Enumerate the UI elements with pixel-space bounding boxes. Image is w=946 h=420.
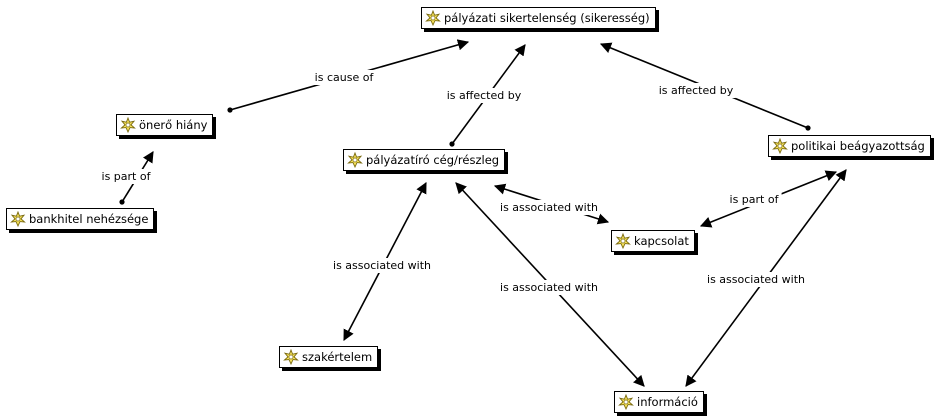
- relation-label: is associated with: [333, 259, 431, 272]
- relation-edge[interactable]: is affected by: [599, 42, 811, 131]
- node-label: politikai beágyazottság: [791, 139, 925, 153]
- node-kapcsolat[interactable]: kapcsolat: [611, 230, 695, 252]
- code-icon: [772, 138, 788, 154]
- relation-label: is associated with: [500, 281, 598, 294]
- relation-label-background: [656, 83, 736, 98]
- relation-edge[interactable]: is associated with: [331, 182, 434, 341]
- relation-label: is cause of: [315, 71, 375, 84]
- code-icon: [10, 211, 26, 227]
- node-bankhitel[interactable]: bankhitel nehézsége: [6, 208, 155, 230]
- relation-label: is part of: [102, 170, 152, 183]
- node-label: önerő hiány: [139, 118, 208, 132]
- relation-endpoint-dot: [119, 199, 125, 205]
- relation-label-background: [99, 169, 154, 184]
- relation-label-background: [498, 280, 601, 295]
- relation-edge[interactable]: is cause of: [227, 39, 470, 113]
- relation-label: is part of: [730, 193, 780, 206]
- node-informacio[interactable]: információ: [614, 391, 704, 413]
- code-icon: [618, 394, 634, 410]
- relation-endpoint-dot: [227, 107, 233, 113]
- relation-edge[interactable]: is affected by: [444, 44, 526, 147]
- node-palyazatiro[interactable]: pályázatíró cég/részleg: [343, 149, 506, 171]
- node-label: pályázatíró cég/részleg: [366, 153, 500, 167]
- code-icon: [120, 117, 136, 133]
- relation-label: is affected by: [447, 89, 522, 102]
- node-onero[interactable]: önerő hiány: [116, 114, 214, 136]
- node-label: szakértelem: [302, 350, 373, 364]
- relation-label: is associated with: [707, 273, 805, 286]
- relation-edge[interactable]: is part of: [99, 151, 154, 205]
- relation-edge[interactable]: is associated with: [493, 183, 610, 225]
- code-icon: [615, 233, 631, 249]
- relation-endpoint-dot: [449, 141, 455, 147]
- node-label: kapcsolat: [634, 234, 689, 248]
- node-szakertelem[interactable]: szakértelem: [279, 346, 379, 368]
- node-sikertelenseg[interactable]: pályázati sikertelenség (sikeresség): [421, 7, 656, 29]
- relation-label: is affected by: [659, 84, 734, 97]
- relation-label: is associated with: [500, 201, 598, 214]
- node-politikai[interactable]: politikai beágyazottság: [768, 135, 931, 157]
- relation-label-background: [705, 272, 808, 287]
- relation-label-background: [331, 258, 434, 273]
- relation-label-background: [444, 88, 524, 103]
- node-label: információ: [637, 395, 698, 409]
- node-label: bankhitel nehézsége: [29, 212, 149, 226]
- relation-edge[interactable]: is associated with: [685, 169, 847, 387]
- relation-label-background: [312, 70, 377, 85]
- relation-edge[interactable]: is part of: [699, 170, 838, 228]
- code-icon: [283, 349, 299, 365]
- code-icon: [425, 10, 441, 26]
- node-label: pályázati sikertelenség (sikeresség): [444, 11, 650, 25]
- code-icon: [347, 152, 363, 168]
- relation-edge[interactable]: is associated with: [455, 182, 645, 387]
- relation-endpoint-dot: [805, 125, 811, 131]
